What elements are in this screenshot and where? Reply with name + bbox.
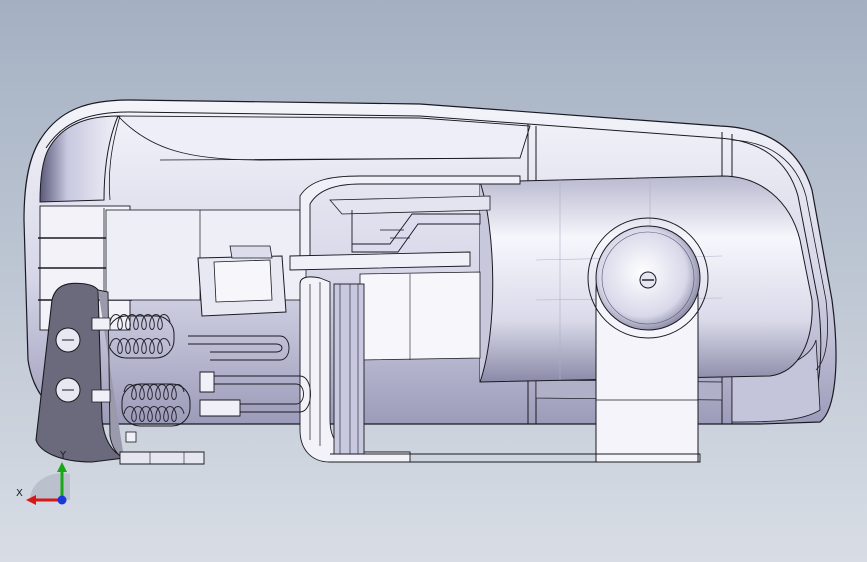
actuator-plates (299, 276, 701, 463)
upper-rails (289, 175, 521, 361)
y-axis-arrowhead (57, 462, 67, 472)
x-axis-arrowhead (26, 495, 36, 505)
latch-block (197, 245, 287, 317)
coil-spring-lower (121, 383, 191, 427)
pivot-bracket (587, 217, 709, 463)
mounting-bracket (35, 282, 205, 465)
x-axis-label: X (16, 488, 23, 499)
y-axis-label: Y (59, 450, 67, 461)
z-axis-dot (57, 495, 67, 505)
triad-plane-shadow (30, 473, 70, 500)
spring-hooks (188, 335, 311, 417)
coordinate-triad: Y X (16, 450, 70, 505)
